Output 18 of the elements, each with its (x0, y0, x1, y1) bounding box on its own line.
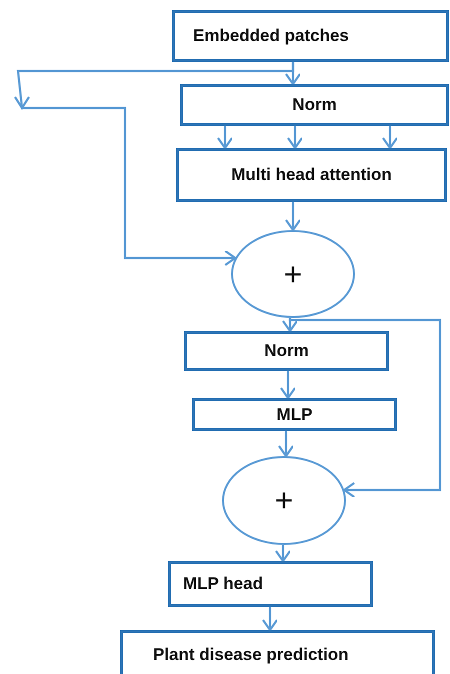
box-label: Embedded patches (193, 26, 349, 46)
box-label: MLP (276, 404, 312, 424)
process-box (184, 331, 389, 371)
plus-sign: + (284, 256, 302, 292)
process-box (176, 148, 447, 202)
sum-ellipse (222, 456, 346, 545)
process-box (120, 630, 435, 674)
sum-ellipse (231, 230, 355, 318)
process-box (192, 398, 397, 431)
process-box (172, 10, 449, 62)
box-label: MLP head (183, 574, 263, 594)
box-label: Multi head attention (231, 165, 392, 185)
plus-sign: + (274, 482, 294, 519)
process-box (168, 561, 373, 607)
process-box (180, 84, 449, 126)
box-label: Plant disease prediction (153, 645, 349, 665)
box-label: Norm (264, 341, 309, 361)
box-label: Norm (292, 95, 337, 115)
